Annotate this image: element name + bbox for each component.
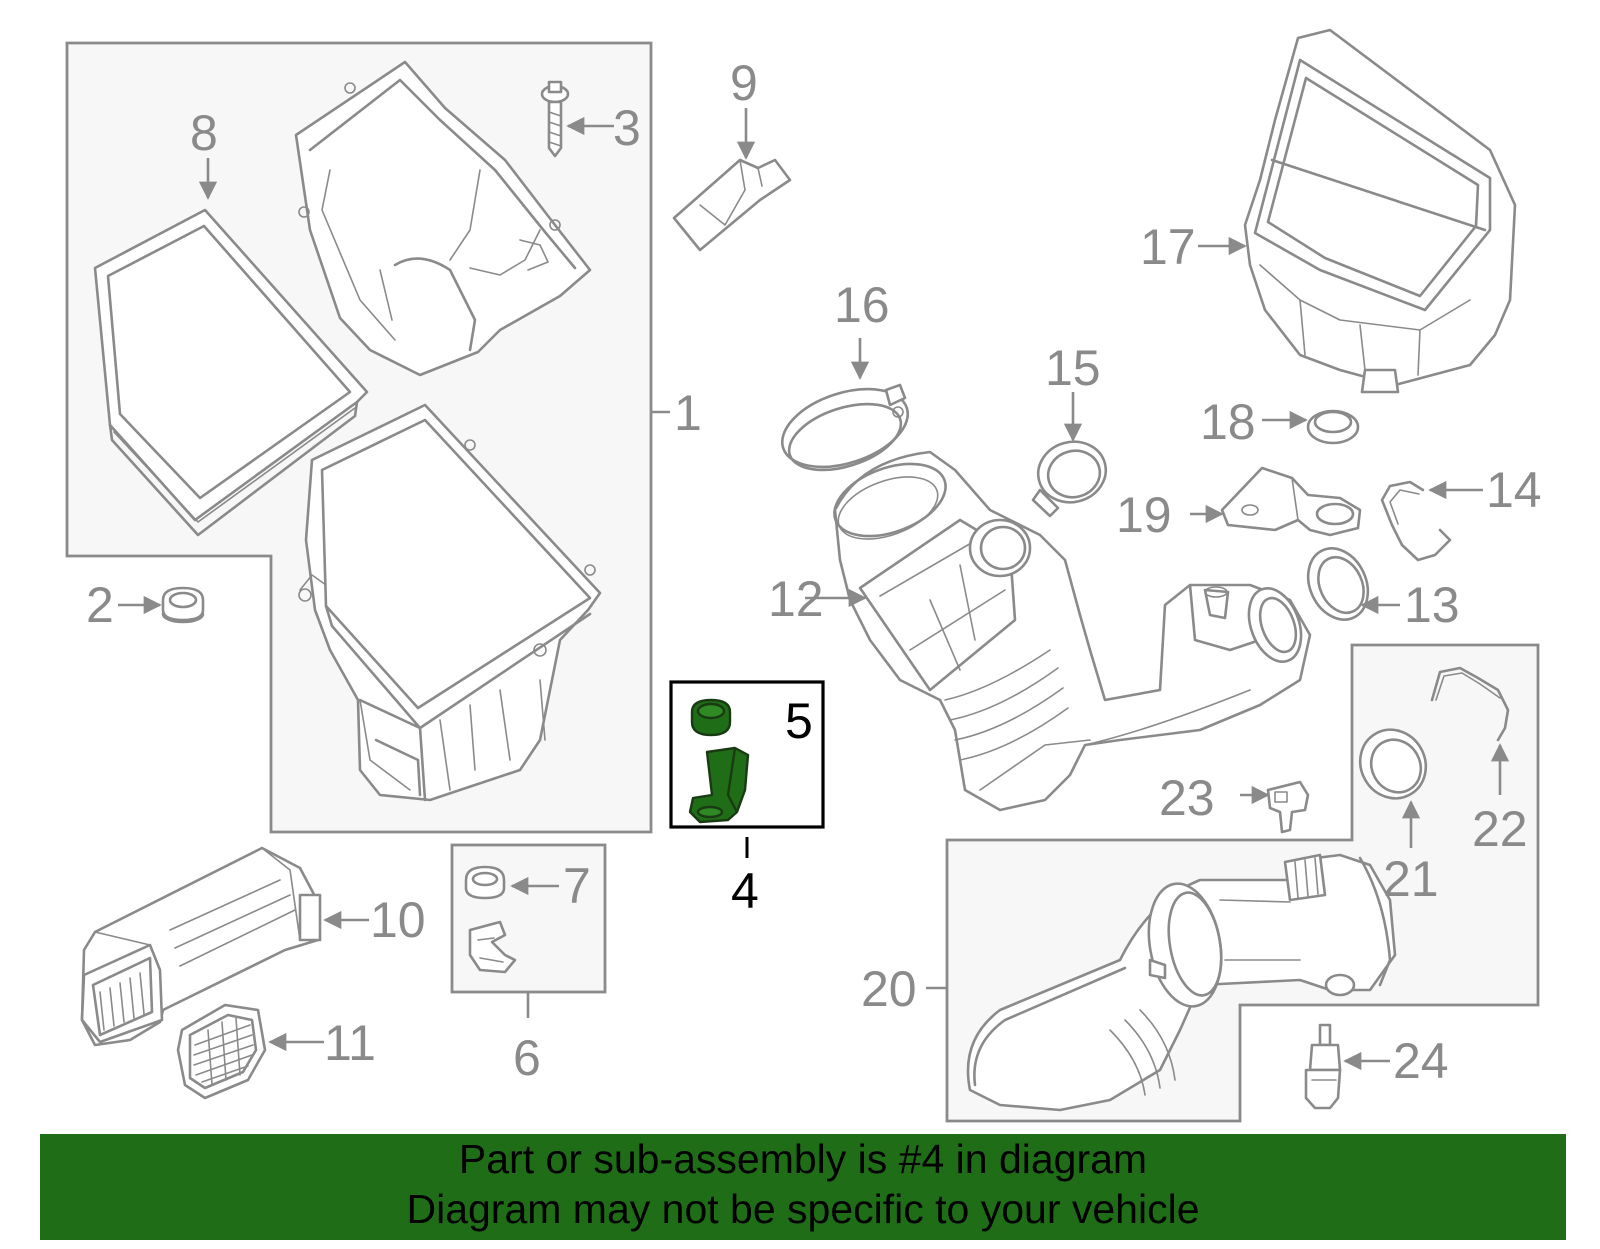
callout-17: 17 [1140, 219, 1196, 275]
callout-15: 15 [1045, 340, 1101, 396]
bolt-part [540, 80, 570, 158]
air-filter-part [93, 208, 369, 537]
grommet-part [161, 586, 205, 624]
callout-4: 4 [731, 863, 759, 919]
grommet-7-part [464, 865, 506, 900]
callout-6: 6 [513, 1030, 541, 1086]
air-box-cover-part [294, 60, 592, 377]
air-box-housing-part [298, 403, 602, 802]
wire-clip-14-part [1380, 480, 1452, 562]
callout-23: 23 [1159, 770, 1215, 826]
callout-21: 21 [1383, 851, 1439, 907]
callout-16: 16 [834, 277, 890, 333]
sensor-23-part [1266, 780, 1310, 834]
callout-2: 2 [86, 577, 114, 633]
callout-12: 12 [768, 571, 824, 627]
callout-19: 19 [1116, 487, 1172, 543]
intake-duct-part [80, 846, 322, 1047]
callout-10: 10 [370, 892, 426, 948]
hose-clamp-15-part [1031, 440, 1108, 518]
grommet-18-part [1306, 409, 1360, 445]
callout-11: 11 [324, 1015, 376, 1071]
callout-3: 3 [613, 100, 641, 156]
callout-13: 13 [1404, 577, 1460, 633]
intake-grille-part [176, 1003, 267, 1100]
callout-22: 22 [1472, 801, 1528, 857]
callout-7: 7 [563, 858, 591, 914]
callout-5: 5 [785, 693, 813, 749]
mass-airflow-sensor-part [672, 158, 792, 252]
callout-24: 24 [1393, 1033, 1449, 1089]
bracket-6-part [468, 920, 517, 974]
callout-9: 9 [730, 55, 758, 111]
callout-14: 14 [1486, 462, 1542, 518]
grommet-5-part [690, 698, 732, 737]
bracket-4-part [688, 746, 750, 824]
intake-hose-part [833, 450, 1312, 812]
intake-pipe-20-part [966, 853, 1397, 1112]
callout-1: 1 [674, 385, 702, 441]
wire-22-part [1430, 666, 1510, 742]
callout-8: 8 [190, 105, 218, 161]
banner-line-2: Diagram may not be specific to your vehi… [406, 1186, 1200, 1232]
callout-18: 18 [1200, 394, 1256, 450]
banner-line-1: Part or sub-assembly is #4 in diagram [458, 1136, 1148, 1182]
leader-lines [118, 108, 1510, 1071]
callout-20: 20 [861, 961, 917, 1017]
resonator-part [1243, 28, 1517, 394]
seal-ring-13-part [1306, 547, 1370, 621]
hose-clamp-16-part [780, 383, 910, 472]
seal-ring-21-part [1358, 728, 1428, 800]
sensor-24-part [1304, 1023, 1342, 1110]
info-banner: Part or sub-assembly is #4 in diagram Di… [40, 1134, 1566, 1240]
bracket-19-part [1220, 466, 1362, 537]
